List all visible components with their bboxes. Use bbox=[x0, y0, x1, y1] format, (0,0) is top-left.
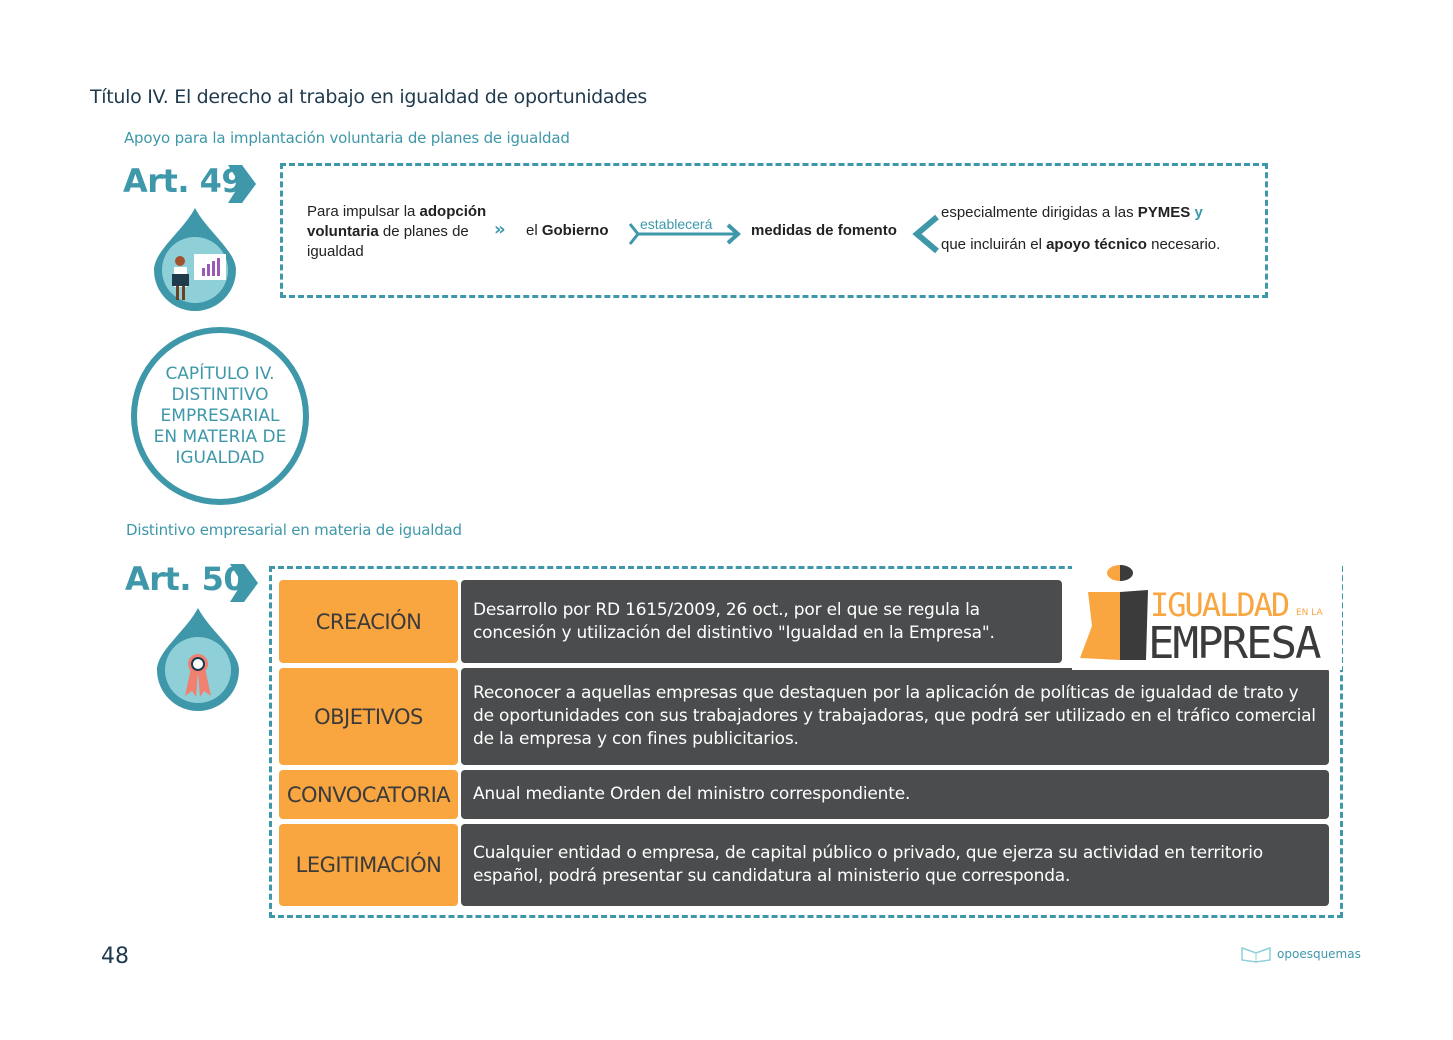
brand-opo: opo bbox=[1277, 947, 1300, 961]
arrow-right-icon bbox=[628, 223, 741, 245]
row-label-convocatoria: CONVOCATORIA bbox=[279, 770, 458, 819]
article-50-label: Art. 50 bbox=[125, 560, 246, 598]
intro-text: Para impulsar la adopción voluntaria de … bbox=[307, 203, 487, 260]
government-text: el Gobierno bbox=[526, 222, 609, 239]
logo-text-small: EN LA bbox=[1296, 608, 1323, 618]
support-text: que incluirán el apoyo técnico necesario… bbox=[941, 236, 1221, 253]
row-text-legitimacion: Cualquier entidad o empresa, de capital … bbox=[461, 824, 1329, 906]
row-label-legitimacion: LEGITIMACIÓN bbox=[279, 824, 458, 906]
measures-text: medidas de fomento bbox=[751, 222, 897, 239]
logo-i-mark-icon bbox=[1080, 565, 1148, 660]
article-49-frame bbox=[280, 163, 1268, 298]
row-text-convocatoria: Anual mediante Orden del ministro corres… bbox=[461, 770, 1329, 819]
woman-chart-drop-icon bbox=[154, 208, 236, 311]
logo-text-1: IGUALDAD bbox=[1150, 586, 1290, 624]
article-49-label: Art. 49 bbox=[123, 162, 244, 200]
chevron-right-icon bbox=[228, 165, 256, 203]
row-text-creacion: Desarrollo por RD 1615/2009, 26 oct., po… bbox=[461, 580, 1062, 663]
pymes-text: especialmente dirigidas a las PYMES y bbox=[941, 204, 1203, 221]
open-book-icon bbox=[1241, 946, 1271, 963]
row-text-objetivos: Reconocer a aquellas empresas que destaq… bbox=[461, 668, 1329, 765]
row-label-creacion: CREACIÓN bbox=[279, 580, 458, 663]
row-label-objetivos: OBJETIVOS bbox=[279, 668, 458, 765]
logo-text-2: EMPRESA bbox=[1148, 618, 1321, 669]
double-chevron-icon: » bbox=[494, 219, 506, 240]
arrow-label: establecerá bbox=[640, 216, 713, 232]
igualdad-logo: IGUALDAD EN LA EMPRESA bbox=[1072, 560, 1342, 670]
section-subtitle-2: Distintivo empresarial en materia de igu… bbox=[126, 521, 462, 539]
chapter-circle: CAPÍTULO IV. DISTINTIVO EMPRESARIAL EN M… bbox=[131, 327, 309, 505]
bracket-left-icon bbox=[912, 214, 939, 254]
section-subtitle: Apoyo para la implantación voluntaria de… bbox=[124, 129, 570, 147]
page-title: Título IV. El derecho al trabajo en igua… bbox=[90, 86, 648, 108]
chevron-right-icon bbox=[230, 564, 258, 602]
brand-esquemas: esquemas bbox=[1299, 947, 1361, 961]
page-number: 48 bbox=[101, 944, 129, 969]
article-50-frame bbox=[269, 566, 1343, 918]
award-ribbon-drop-icon bbox=[157, 608, 239, 711]
